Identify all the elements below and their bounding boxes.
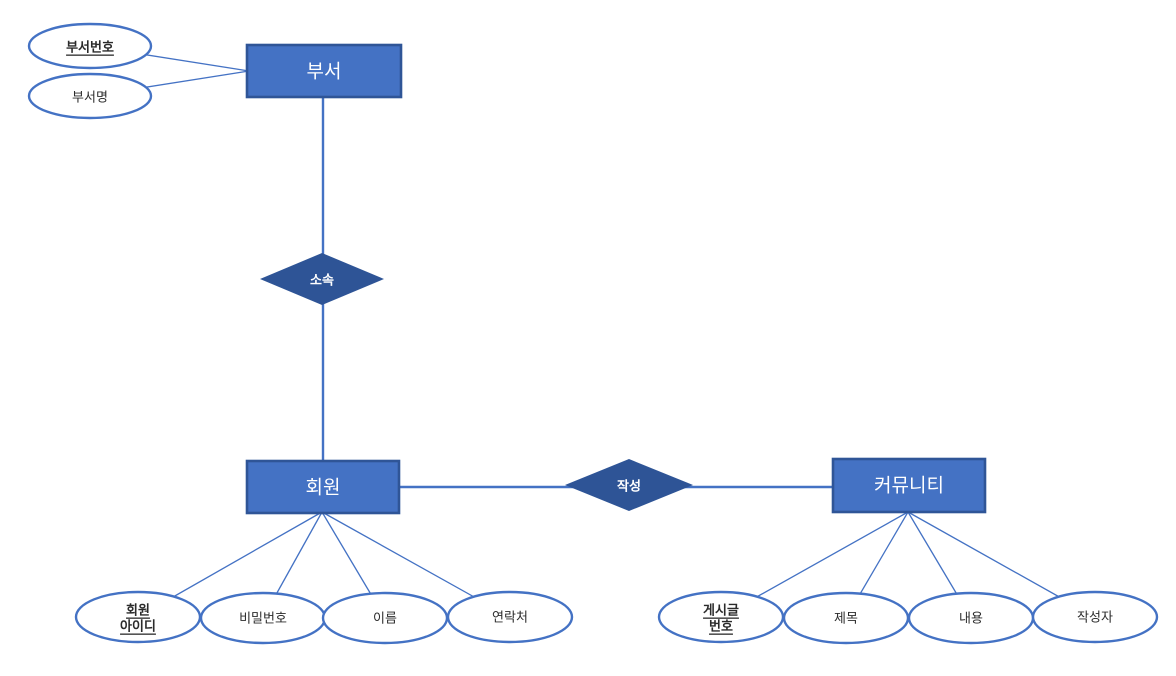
attribute-member-id[interactable]: 회원 아이디 [74,590,202,644]
attribute-label: 비밀번호 [239,611,287,626]
attribute-dept-no[interactable]: 부서번호 [27,22,153,70]
attribute-ellipse [27,72,153,120]
attribute-author[interactable]: 작성자 [1031,590,1159,644]
attribute-dept-name[interactable]: 부서명 [27,72,153,120]
attribute-label: 이름 [373,611,397,626]
relationship-label: 소속 [310,273,334,288]
attribute-label: 작성자 [1077,610,1113,625]
attribute-ellipse [27,22,153,70]
entity-rect [831,457,987,514]
attribute-contact[interactable]: 연락처 [446,590,574,644]
connectors [89,45,1096,619]
attribute-label-line2: 아이디 [120,619,156,634]
attribute-password[interactable]: 비밀번호 [199,591,327,645]
attribute-label: 부서명 [72,90,108,105]
relationship-writes[interactable]: 작성 [565,459,693,511]
entity-label: 회원 [306,477,341,499]
attribute-label-line1: 회원 [126,603,150,618]
attribute-label-line1: 게시글 [703,603,739,618]
attribute-label: 부서번호 [66,40,114,55]
attribute-label: 연락처 [492,610,528,625]
attribute-label-line2: 번호 [709,619,733,634]
entity-label: 커뮤니티 [874,475,944,497]
attribute-label: 내용 [959,611,983,626]
entity-rect [245,43,403,99]
attribute-ellipse [446,590,574,644]
entity-member[interactable]: 회원 [245,459,401,515]
entity-rect [245,459,401,515]
attribute-post-no[interactable]: 게시글 번호 [657,590,785,644]
entity-department[interactable]: 부서 [245,43,403,99]
attribute-ellipse [1031,590,1159,644]
entity-label: 부서 [307,61,342,83]
relationship-diamond [260,253,384,305]
attribute-title[interactable]: 제목 [782,591,910,645]
relationship-diamond [565,459,693,511]
entity-community[interactable]: 커뮤니티 [831,457,987,514]
attribute-label: 제목 [834,611,858,626]
attribute-content[interactable]: 내용 [907,591,1035,645]
relationship-belongs-to[interactable]: 소속 [260,253,384,305]
attribute-name[interactable]: 이름 [321,591,449,645]
relationship-label: 작성 [617,479,641,494]
